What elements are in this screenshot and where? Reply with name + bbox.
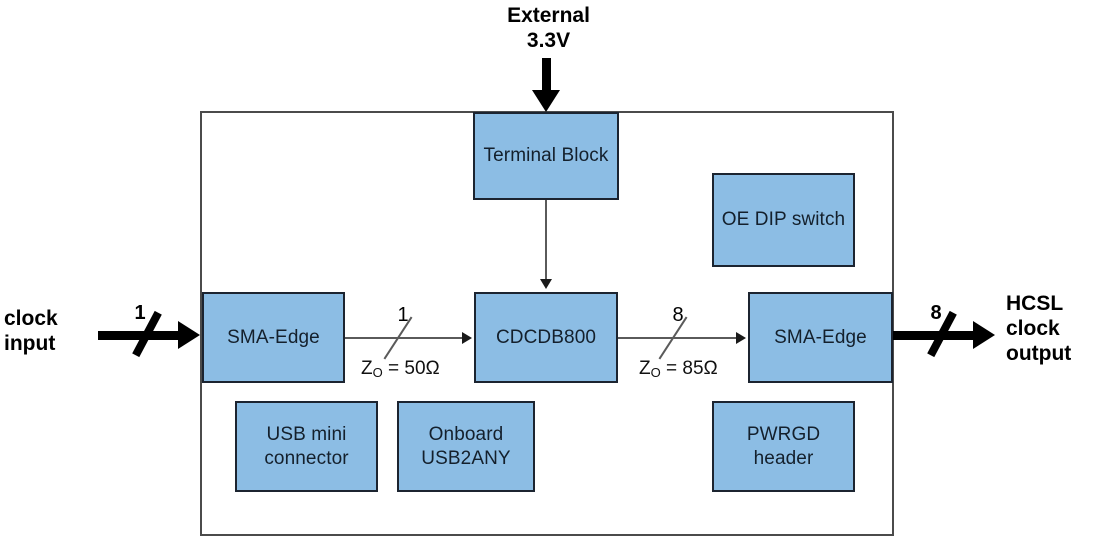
external-supply-arrow-head <box>532 90 560 112</box>
impedance-output-symbol: Z <box>639 358 651 379</box>
sma-to-cdcdb800-bus-count: 1 <box>397 304 409 326</box>
wire-terminal-to-cdcdb800-arrowhead <box>540 279 552 289</box>
clock-input-label: clock input <box>4 307 58 355</box>
external-supply-arrow-shaft <box>542 58 551 94</box>
impedance-input-value: 50Ω <box>404 358 440 379</box>
impedance-label-output-trace: ZO = 85Ω <box>639 358 718 380</box>
impedance-label-input-trace: ZO = 50Ω <box>361 358 440 380</box>
impedance-input-equals: = <box>382 358 405 379</box>
cdcdb800-to-sma-bus-count: 8 <box>672 304 684 326</box>
impedance-output-value: 85Ω <box>682 358 718 379</box>
clock-output-arrow-shaft <box>893 331 977 340</box>
wire-cdcdb800-to-sma-output <box>618 337 737 339</box>
impedance-input-subscript: O <box>372 365 383 380</box>
external-supply-label: External 3.3V <box>507 4 590 52</box>
impedance-output-subscript: O <box>650 365 661 380</box>
wire-sma-input-to-cdcdb800 <box>345 337 463 339</box>
block-onboard-usb2any[interactable]: Onboard USB2ANY <box>397 401 535 492</box>
wire-terminal-to-cdcdb800 <box>545 200 547 280</box>
clock-input-arrow-shaft <box>98 331 182 340</box>
block-cdcdb800[interactable]: CDCDB800 <box>474 292 618 383</box>
clock-input-bus-count: 1 <box>134 302 146 324</box>
block-sma-edge-output[interactable]: SMA-Edge <box>748 292 893 383</box>
clock-input-arrow-head <box>178 321 200 349</box>
block-usb-mini-connector[interactable]: USB mini connector <box>235 401 378 492</box>
clock-output-label: HCSL clock output <box>1006 292 1072 365</box>
block-sma-edge-input[interactable]: SMA-Edge <box>202 292 345 383</box>
block-terminal-block[interactable]: Terminal Block <box>473 112 619 200</box>
clock-output-arrow-head <box>973 321 995 349</box>
wire-sma-input-to-cdcdb800-arrowhead <box>462 332 472 344</box>
block-oe-dip-switch[interactable]: OE DIP switch <box>712 173 855 267</box>
impedance-input-symbol: Z <box>361 358 373 379</box>
wire-cdcdb800-to-sma-output-arrowhead <box>736 332 746 344</box>
clock-output-bus-count: 8 <box>930 302 942 324</box>
impedance-output-equals: = <box>660 358 683 379</box>
block-pwrgd-header[interactable]: PWRGD header <box>712 401 855 492</box>
